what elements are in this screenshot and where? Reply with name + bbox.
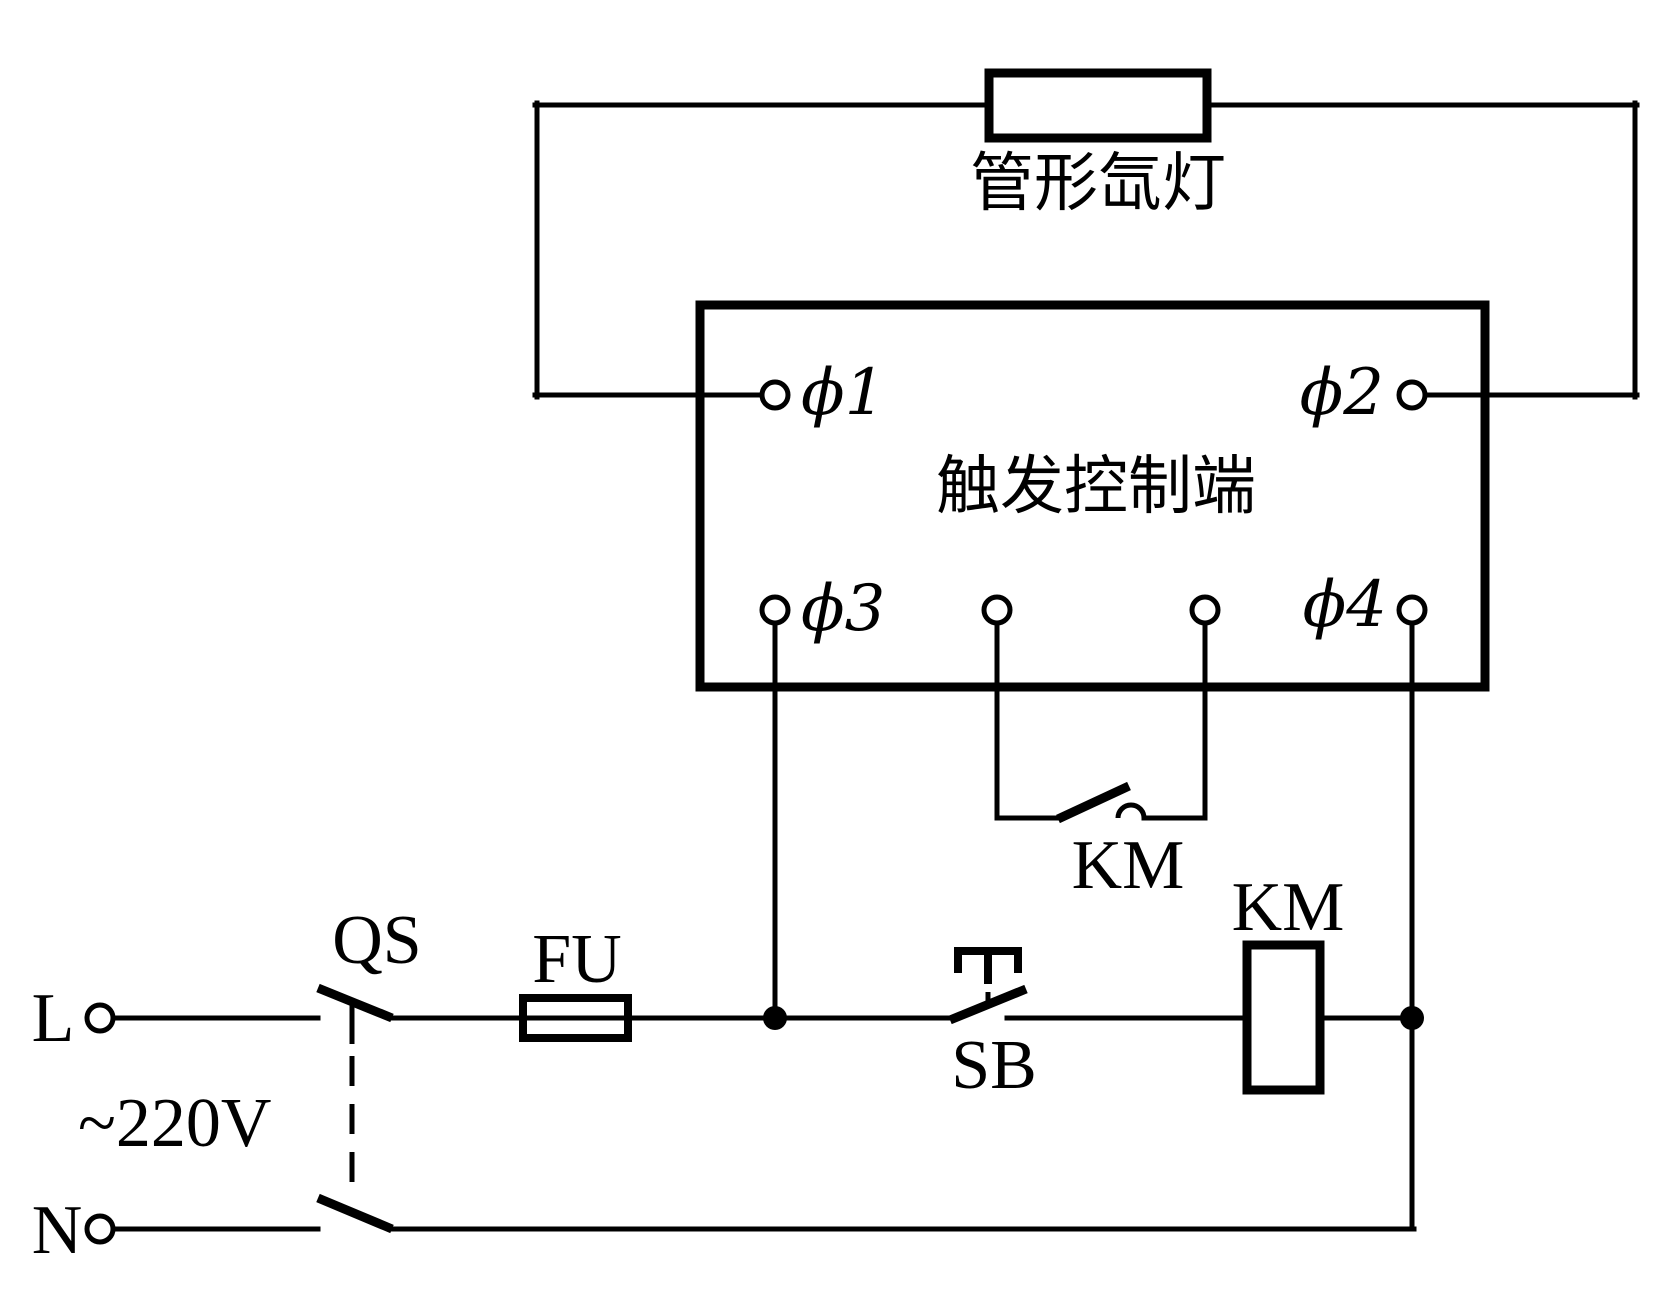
km-coil-label: KM bbox=[1232, 869, 1345, 946]
km-contact-blade bbox=[1056, 781, 1131, 824]
mains-circuit: L QS FU SB KM ~220V bbox=[32, 869, 1424, 1269]
km-coil-body bbox=[1242, 940, 1325, 1095]
control-box-label: 触发控制端 bbox=[936, 451, 1256, 522]
terminal-aux-left bbox=[981, 594, 1013, 626]
fuse-label: FU bbox=[532, 921, 621, 998]
terminal-phi4 bbox=[1396, 594, 1428, 626]
qs-blade-live bbox=[316, 983, 394, 1023]
xenon-lamp-label: 管形氙灯 bbox=[970, 148, 1226, 219]
control-box: 触发控制端 ϕ1 ϕ2 ϕ3 ϕ4 bbox=[759, 356, 1428, 646]
terminal-phi2 bbox=[1396, 379, 1428, 411]
terminal-phi1 bbox=[759, 379, 791, 411]
neutral-terminal bbox=[84, 1213, 116, 1245]
junction-dot-right bbox=[1400, 1006, 1424, 1030]
terminal-phi3 bbox=[759, 594, 791, 626]
km-contact-arc bbox=[1115, 802, 1147, 819]
neutral-label: N bbox=[32, 1192, 83, 1269]
sb-blade bbox=[948, 984, 1028, 1025]
terminal-phi3-label: ϕ3 bbox=[801, 572, 885, 646]
control-box-body bbox=[695, 300, 1490, 692]
voltage-label: ~220V bbox=[78, 1085, 271, 1162]
terminal-phi1-label: ϕ1 bbox=[801, 356, 885, 430]
live-terminal bbox=[84, 1002, 116, 1034]
xenon-lamp-body bbox=[984, 68, 1212, 143]
terminal-aux-right bbox=[1189, 594, 1221, 626]
trigger-wiring: KM bbox=[772, 620, 1415, 1232]
terminal-phi4-label: ϕ4 bbox=[1303, 568, 1387, 642]
lamp-circuit: 管形氙灯 bbox=[532, 68, 1640, 400]
terminal-phi2-label: ϕ2 bbox=[1300, 356, 1384, 430]
live-label: L bbox=[32, 980, 75, 1057]
qs-blade-neutral bbox=[316, 1193, 394, 1234]
junction-dot-left bbox=[763, 1006, 787, 1030]
qs-label: QS bbox=[332, 902, 421, 979]
km-contact-label: KM bbox=[1072, 827, 1185, 904]
sb-label: SB bbox=[951, 1027, 1037, 1104]
